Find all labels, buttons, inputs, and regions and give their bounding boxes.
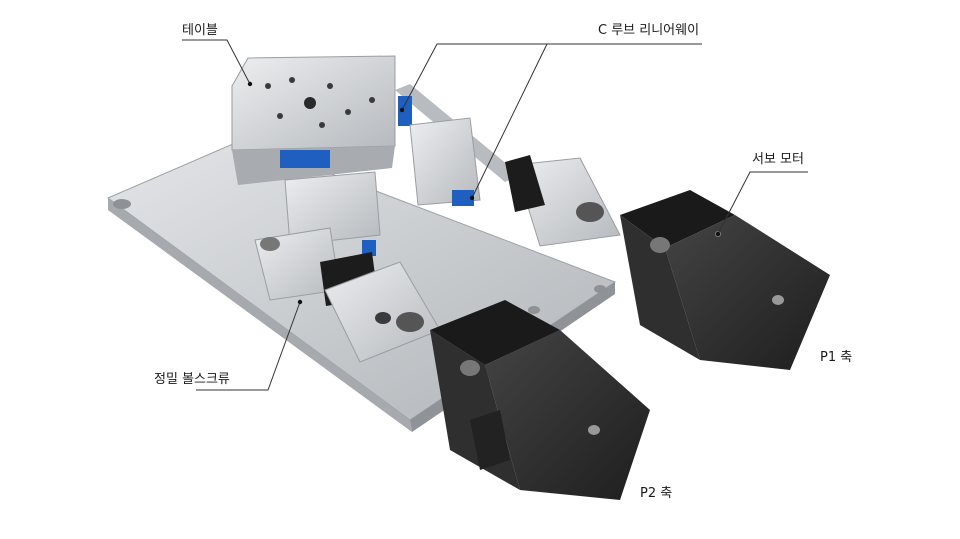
mount-hole (528, 306, 540, 314)
label-table: 테이블 (182, 23, 218, 38)
p1-servo-motor (620, 190, 830, 370)
label-precision-ball-screw: 정밀 볼스크류 (154, 372, 230, 387)
leader-linear-way-2 (471, 43, 548, 199)
label-servo-motor: 서보 모터 (752, 152, 804, 167)
table-block (231, 55, 396, 185)
mount-hole (594, 285, 606, 293)
leader-lines (182, 39, 808, 391)
leader-linear-way-1 (401, 43, 702, 111)
label-p2-axis: P2 축 (640, 486, 673, 501)
mount-hole (113, 199, 131, 209)
leader-ball-screw (196, 301, 301, 391)
rear-linear-way (395, 84, 520, 206)
p2-slide-block (324, 261, 441, 363)
p2-servo-motor (430, 300, 650, 500)
ball-screw-end (260, 237, 280, 251)
leader-servo-motor (717, 171, 808, 235)
leader-table (182, 39, 251, 85)
linear-way-block (280, 150, 330, 168)
label-c-lube-linear-way: C 루브 리니어웨이 (598, 23, 700, 38)
p1-slide-block (505, 155, 621, 247)
label-p1-axis: P1 축 (820, 350, 853, 365)
leader-dots (247, 81, 721, 305)
